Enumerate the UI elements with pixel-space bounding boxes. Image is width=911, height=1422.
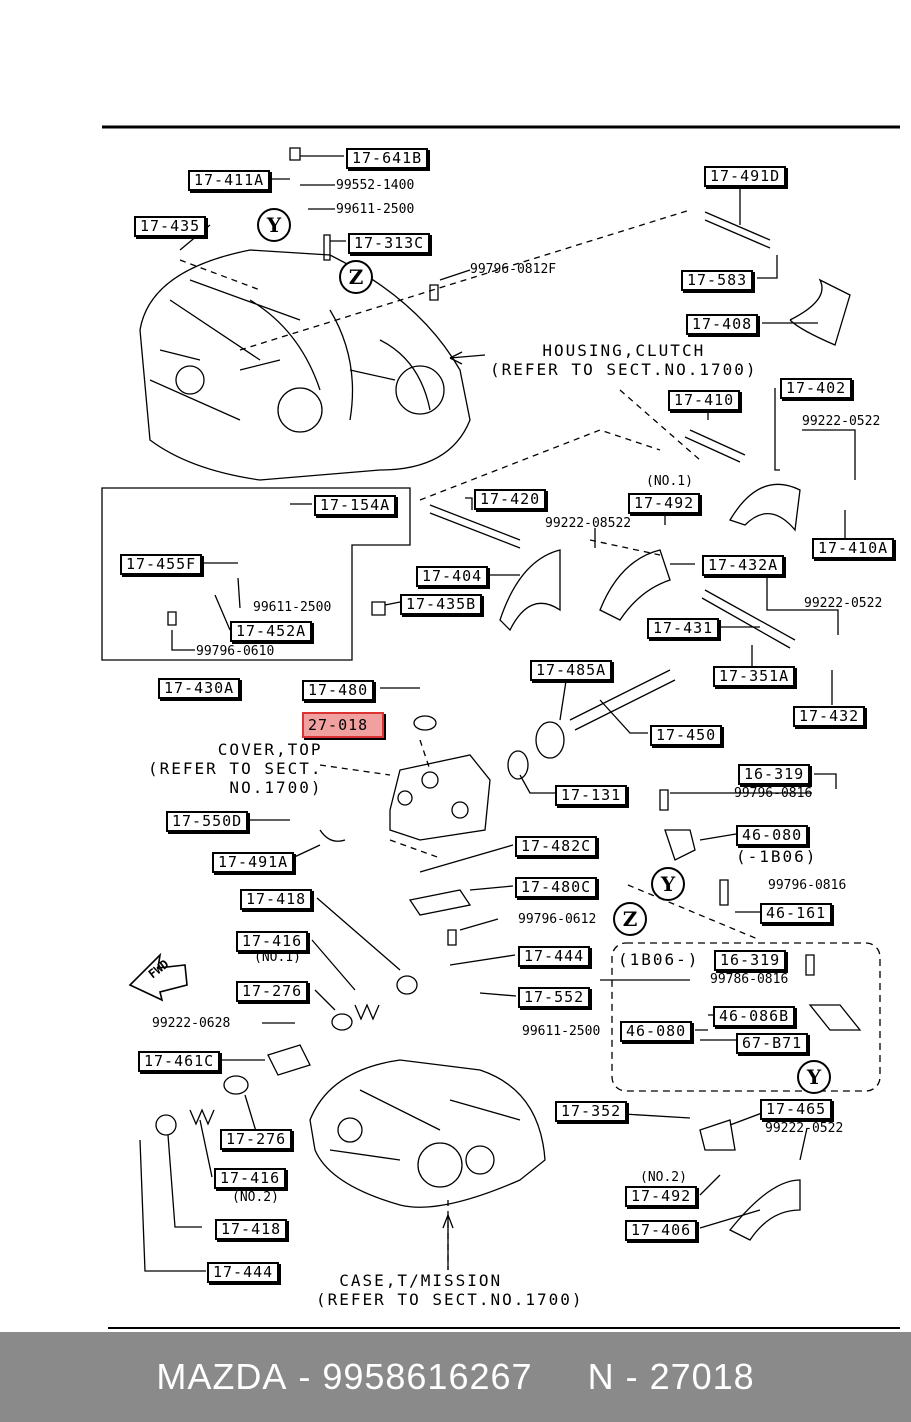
part-label[interactable]: 67-B71 bbox=[736, 1033, 809, 1054]
part-number: 99222-0628 bbox=[152, 1016, 231, 1031]
part-label[interactable]: 17-455F bbox=[120, 554, 203, 575]
part-label[interactable]: 17-641B bbox=[346, 148, 429, 169]
part-label[interactable]: 17-420 bbox=[474, 489, 547, 510]
part-label[interactable]: 46-080 bbox=[736, 825, 809, 846]
marker-y: Y bbox=[797, 1060, 831, 1094]
housing-reference: HOUSING,CLUTCH (REFER TO SECT.NO.1700) bbox=[490, 341, 758, 379]
part-label[interactable]: 17-410A bbox=[812, 538, 895, 559]
part-label[interactable]: 17-276 bbox=[236, 981, 309, 1002]
part-number: 99611-2500 bbox=[253, 600, 332, 615]
part-label[interactable]: 17-432 bbox=[793, 706, 866, 727]
part-label[interactable]: 17-435B bbox=[400, 594, 483, 615]
part-number: 99222-0522 bbox=[804, 596, 883, 611]
part-label[interactable]: 17-404 bbox=[416, 566, 489, 587]
part-number: 99796-0816 bbox=[734, 786, 813, 801]
case-reference: CASE,T/MISSION (REFER TO SECT.NO.1700) bbox=[316, 1271, 584, 1309]
part-label[interactable]: 17-491A bbox=[212, 852, 295, 873]
separator: - bbox=[287, 1356, 323, 1397]
part-label[interactable]: 17-406 bbox=[625, 1220, 698, 1241]
part-label[interactable]: 17-444 bbox=[518, 946, 591, 967]
part-footer: MAZDA - 9958616267 N - 27018 bbox=[0, 1332, 911, 1422]
part-number: 99222-0522 bbox=[765, 1121, 844, 1136]
part-label[interactable]: 17-418 bbox=[215, 1219, 288, 1240]
part-number: 99796-0612 bbox=[518, 912, 597, 927]
part-number: 99796-0812F bbox=[470, 262, 557, 277]
note-no2: (NO.2) bbox=[640, 1170, 687, 1185]
part-label[interactable]: 17-351A bbox=[713, 666, 796, 687]
part-label[interactable]: 17-461C bbox=[138, 1051, 221, 1072]
part-label[interactable]: 17-550D bbox=[166, 811, 249, 832]
part-number: 99611-2500 bbox=[336, 202, 415, 217]
part-number: 99796-0610 bbox=[196, 644, 275, 659]
part-label[interactable]: 46-086B bbox=[713, 1006, 796, 1027]
cover-reference: COVER,TOP (REFER TO SECT. NO.1700) bbox=[148, 740, 323, 797]
part-label[interactable]: 17-492 bbox=[625, 1186, 698, 1207]
marker-z: Z bbox=[613, 902, 647, 936]
marker-y: Y bbox=[257, 208, 291, 242]
part-label[interactable]: 17-352 bbox=[555, 1101, 628, 1122]
note-no1: (NO.1) bbox=[646, 474, 693, 489]
part-label[interactable]: 16-319 bbox=[738, 764, 811, 785]
part-label[interactable]: 17-485A bbox=[530, 660, 613, 681]
part-label[interactable]: 17-444 bbox=[207, 1262, 280, 1283]
part-label[interactable]: 17-313C bbox=[348, 233, 431, 254]
part-label[interactable]: 46-161 bbox=[760, 903, 833, 924]
part-label[interactable]: 17-452A bbox=[230, 621, 313, 642]
part-number: 99786-0816 bbox=[710, 972, 789, 987]
part-label[interactable]: 17-154A bbox=[314, 495, 397, 516]
part-number: 99552-1400 bbox=[336, 178, 415, 193]
spacer bbox=[533, 1356, 588, 1398]
part-label[interactable]: 17-552 bbox=[518, 987, 591, 1008]
part-number: 99611-2500 bbox=[522, 1024, 601, 1039]
part-label[interactable]: 17-482C bbox=[515, 836, 598, 857]
part-label[interactable]: 17-492 bbox=[628, 493, 701, 514]
note-no2: (NO.2) bbox=[232, 1190, 279, 1205]
diagram-code: 27018 bbox=[649, 1356, 755, 1397]
note-range: (1B06-) bbox=[618, 950, 700, 969]
note-range: (-1B06) bbox=[736, 847, 818, 866]
note-no1: (NO.1) bbox=[254, 950, 301, 965]
part-label[interactable]: 17-416 bbox=[214, 1168, 287, 1189]
part-label[interactable]: 17-418 bbox=[240, 889, 313, 910]
marker-z: Z bbox=[339, 260, 373, 294]
part-number: 99222-08522 bbox=[545, 516, 632, 531]
separator: - bbox=[614, 1356, 650, 1397]
part-label[interactable]: 17-491D bbox=[704, 166, 787, 187]
part-label[interactable]: 17-431 bbox=[647, 618, 720, 639]
part-label[interactable]: 17-480 bbox=[302, 680, 375, 701]
part-label[interactable]: 17-430A bbox=[158, 678, 241, 699]
brand-name: MAZDA bbox=[156, 1356, 288, 1397]
part-label[interactable]: 17-408 bbox=[686, 314, 759, 335]
part-label[interactable]: 17-416 bbox=[236, 931, 309, 952]
part-number: 99796-0816 bbox=[768, 878, 847, 893]
part-label[interactable]: 16-319 bbox=[714, 950, 787, 971]
part-label[interactable]: 17-432A bbox=[702, 555, 785, 576]
part-label[interactable]: 17-276 bbox=[220, 1129, 293, 1150]
part-label[interactable]: 17-480C bbox=[515, 877, 598, 898]
part-number: 99222-0522 bbox=[802, 414, 881, 429]
part-number-main: 9958616267 bbox=[322, 1356, 533, 1397]
part-label[interactable]: 46-080 bbox=[620, 1021, 693, 1042]
part-label[interactable]: 17-450 bbox=[650, 725, 723, 746]
parts-diagram: 17-641B 17-411A 17-435 17-313C 17-491D 1… bbox=[101, 125, 900, 1329]
code-prefix: N bbox=[587, 1356, 615, 1397]
marker-y: Y bbox=[651, 867, 685, 901]
part-label[interactable]: 17-131 bbox=[555, 785, 628, 806]
part-label[interactable]: 17-402 bbox=[780, 378, 853, 399]
part-label[interactable]: 17-583 bbox=[681, 270, 754, 291]
part-label[interactable]: 17-435 bbox=[134, 216, 207, 237]
part-label[interactable]: 17-411A bbox=[188, 170, 271, 191]
diagram-lines bbox=[101, 125, 900, 1329]
part-label[interactable]: 17-410 bbox=[668, 390, 741, 411]
part-label[interactable]: 17-465 bbox=[760, 1099, 833, 1120]
part-label-highlighted[interactable]: 27-018 bbox=[302, 712, 384, 738]
